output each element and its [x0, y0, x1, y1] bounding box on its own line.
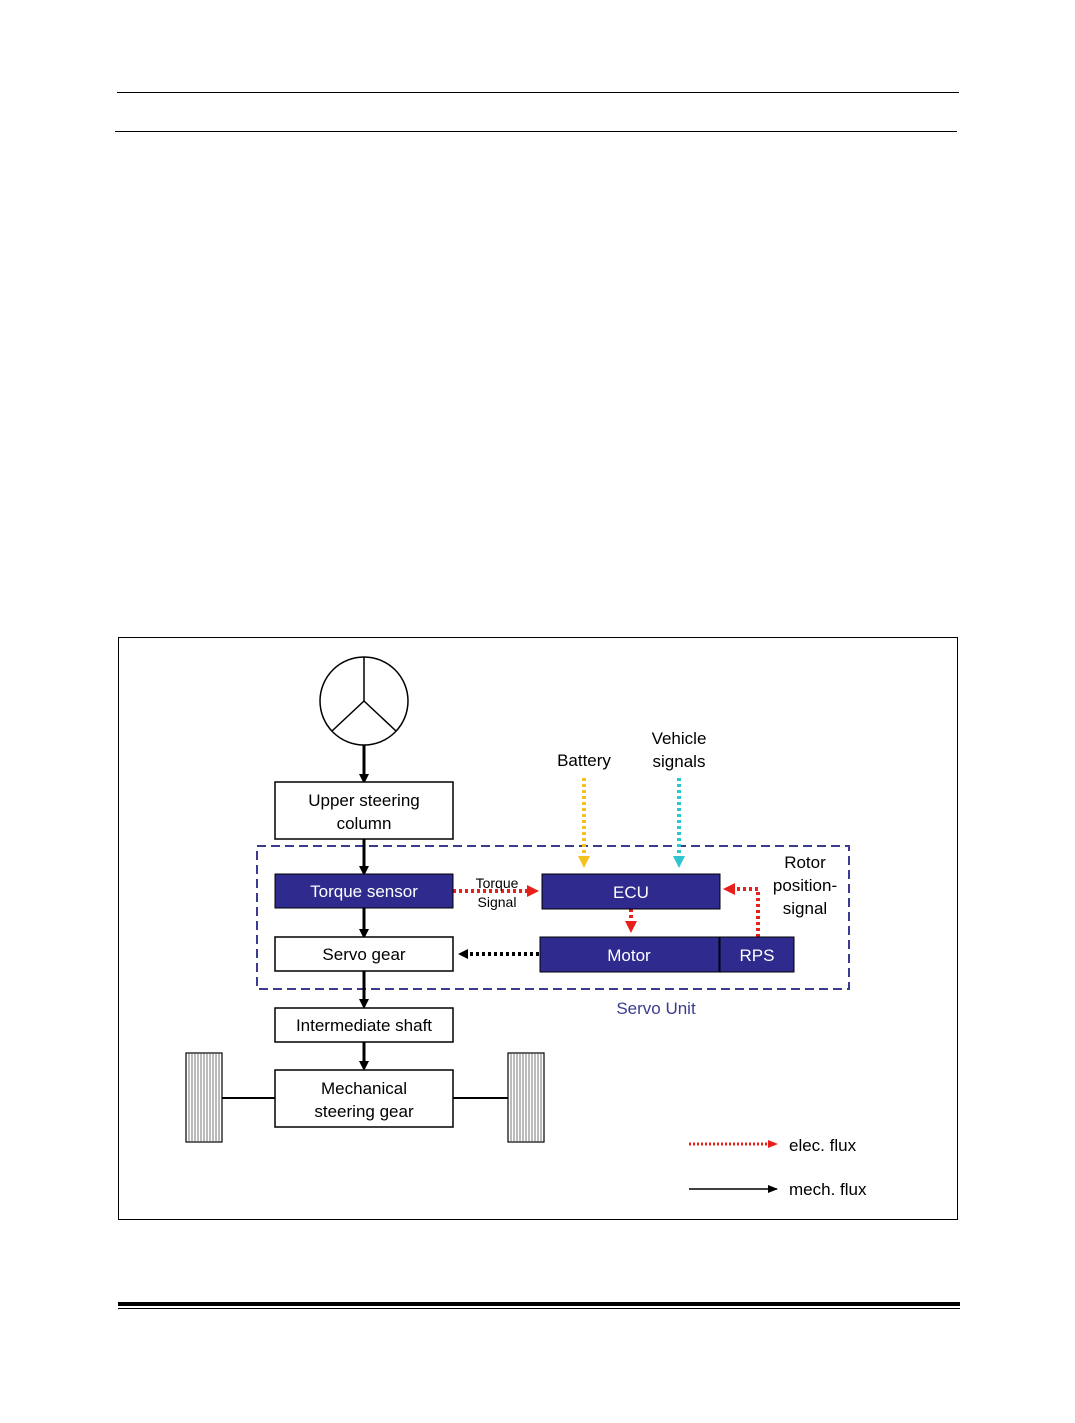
legend-mech-label: mech. flux: [789, 1180, 867, 1199]
motor-block: [539, 936, 720, 973]
upper-column-block: [274, 781, 454, 840]
motor-label: Motor: [607, 946, 651, 965]
header-rule-bottom: [115, 131, 957, 132]
vehicle-signals-label-1: Vehicle: [652, 729, 707, 748]
footer-rule-thin: [118, 1308, 960, 1309]
mechanical-gear-label-1: Mechanical: [321, 1079, 407, 1098]
legend: elec. flux mech. flux: [689, 1136, 867, 1199]
footer-rule-thick: [118, 1302, 960, 1306]
rps-label: RPS: [740, 946, 775, 965]
torque-signal-label-2: Signal: [478, 894, 517, 910]
steering-wheel-icon: [319, 656, 409, 746]
upper-column-label-2: column: [337, 814, 392, 833]
header-rule-top: [117, 92, 959, 93]
mechanical-gear-label-2: steering gear: [314, 1102, 414, 1121]
vehicle-signals-label-2: signals: [653, 752, 706, 771]
rps-block: [719, 936, 795, 973]
servo-unit-label: Servo Unit: [616, 999, 696, 1018]
ecu-label: ECU: [613, 883, 649, 902]
torque-sensor-block: [274, 873, 454, 909]
upper-column-label-1: Upper steering: [308, 791, 420, 810]
battery-label: Battery: [557, 751, 611, 770]
steering-system-figure: Servo Unit Upper steering column Servo g…: [118, 637, 958, 1220]
elec-arrow-rps-to-ecu: [723, 883, 760, 937]
rotor-position-label-1: Rotor: [784, 853, 826, 872]
torque-signal-label-1: Torque: [476, 875, 519, 891]
right-wheel-icon: [507, 1052, 545, 1143]
intermediate-shaft-block: [274, 1007, 454, 1043]
rotor-position-label-3: signal: [783, 899, 827, 918]
servo-unit-boundary: [256, 845, 850, 990]
servo-gear-label: Servo gear: [322, 945, 405, 964]
torque-sensor-label: Torque sensor: [310, 882, 418, 901]
ecu-block: [541, 873, 721, 910]
rotor-position-label-2: position-: [773, 876, 837, 895]
intermediate-shaft-label: Intermediate shaft: [296, 1016, 432, 1035]
legend-elec-label: elec. flux: [789, 1136, 857, 1155]
left-wheel-icon: [185, 1052, 223, 1143]
mechanical-gear-block: [274, 1069, 454, 1128]
servo-gear-block: [274, 936, 454, 972]
